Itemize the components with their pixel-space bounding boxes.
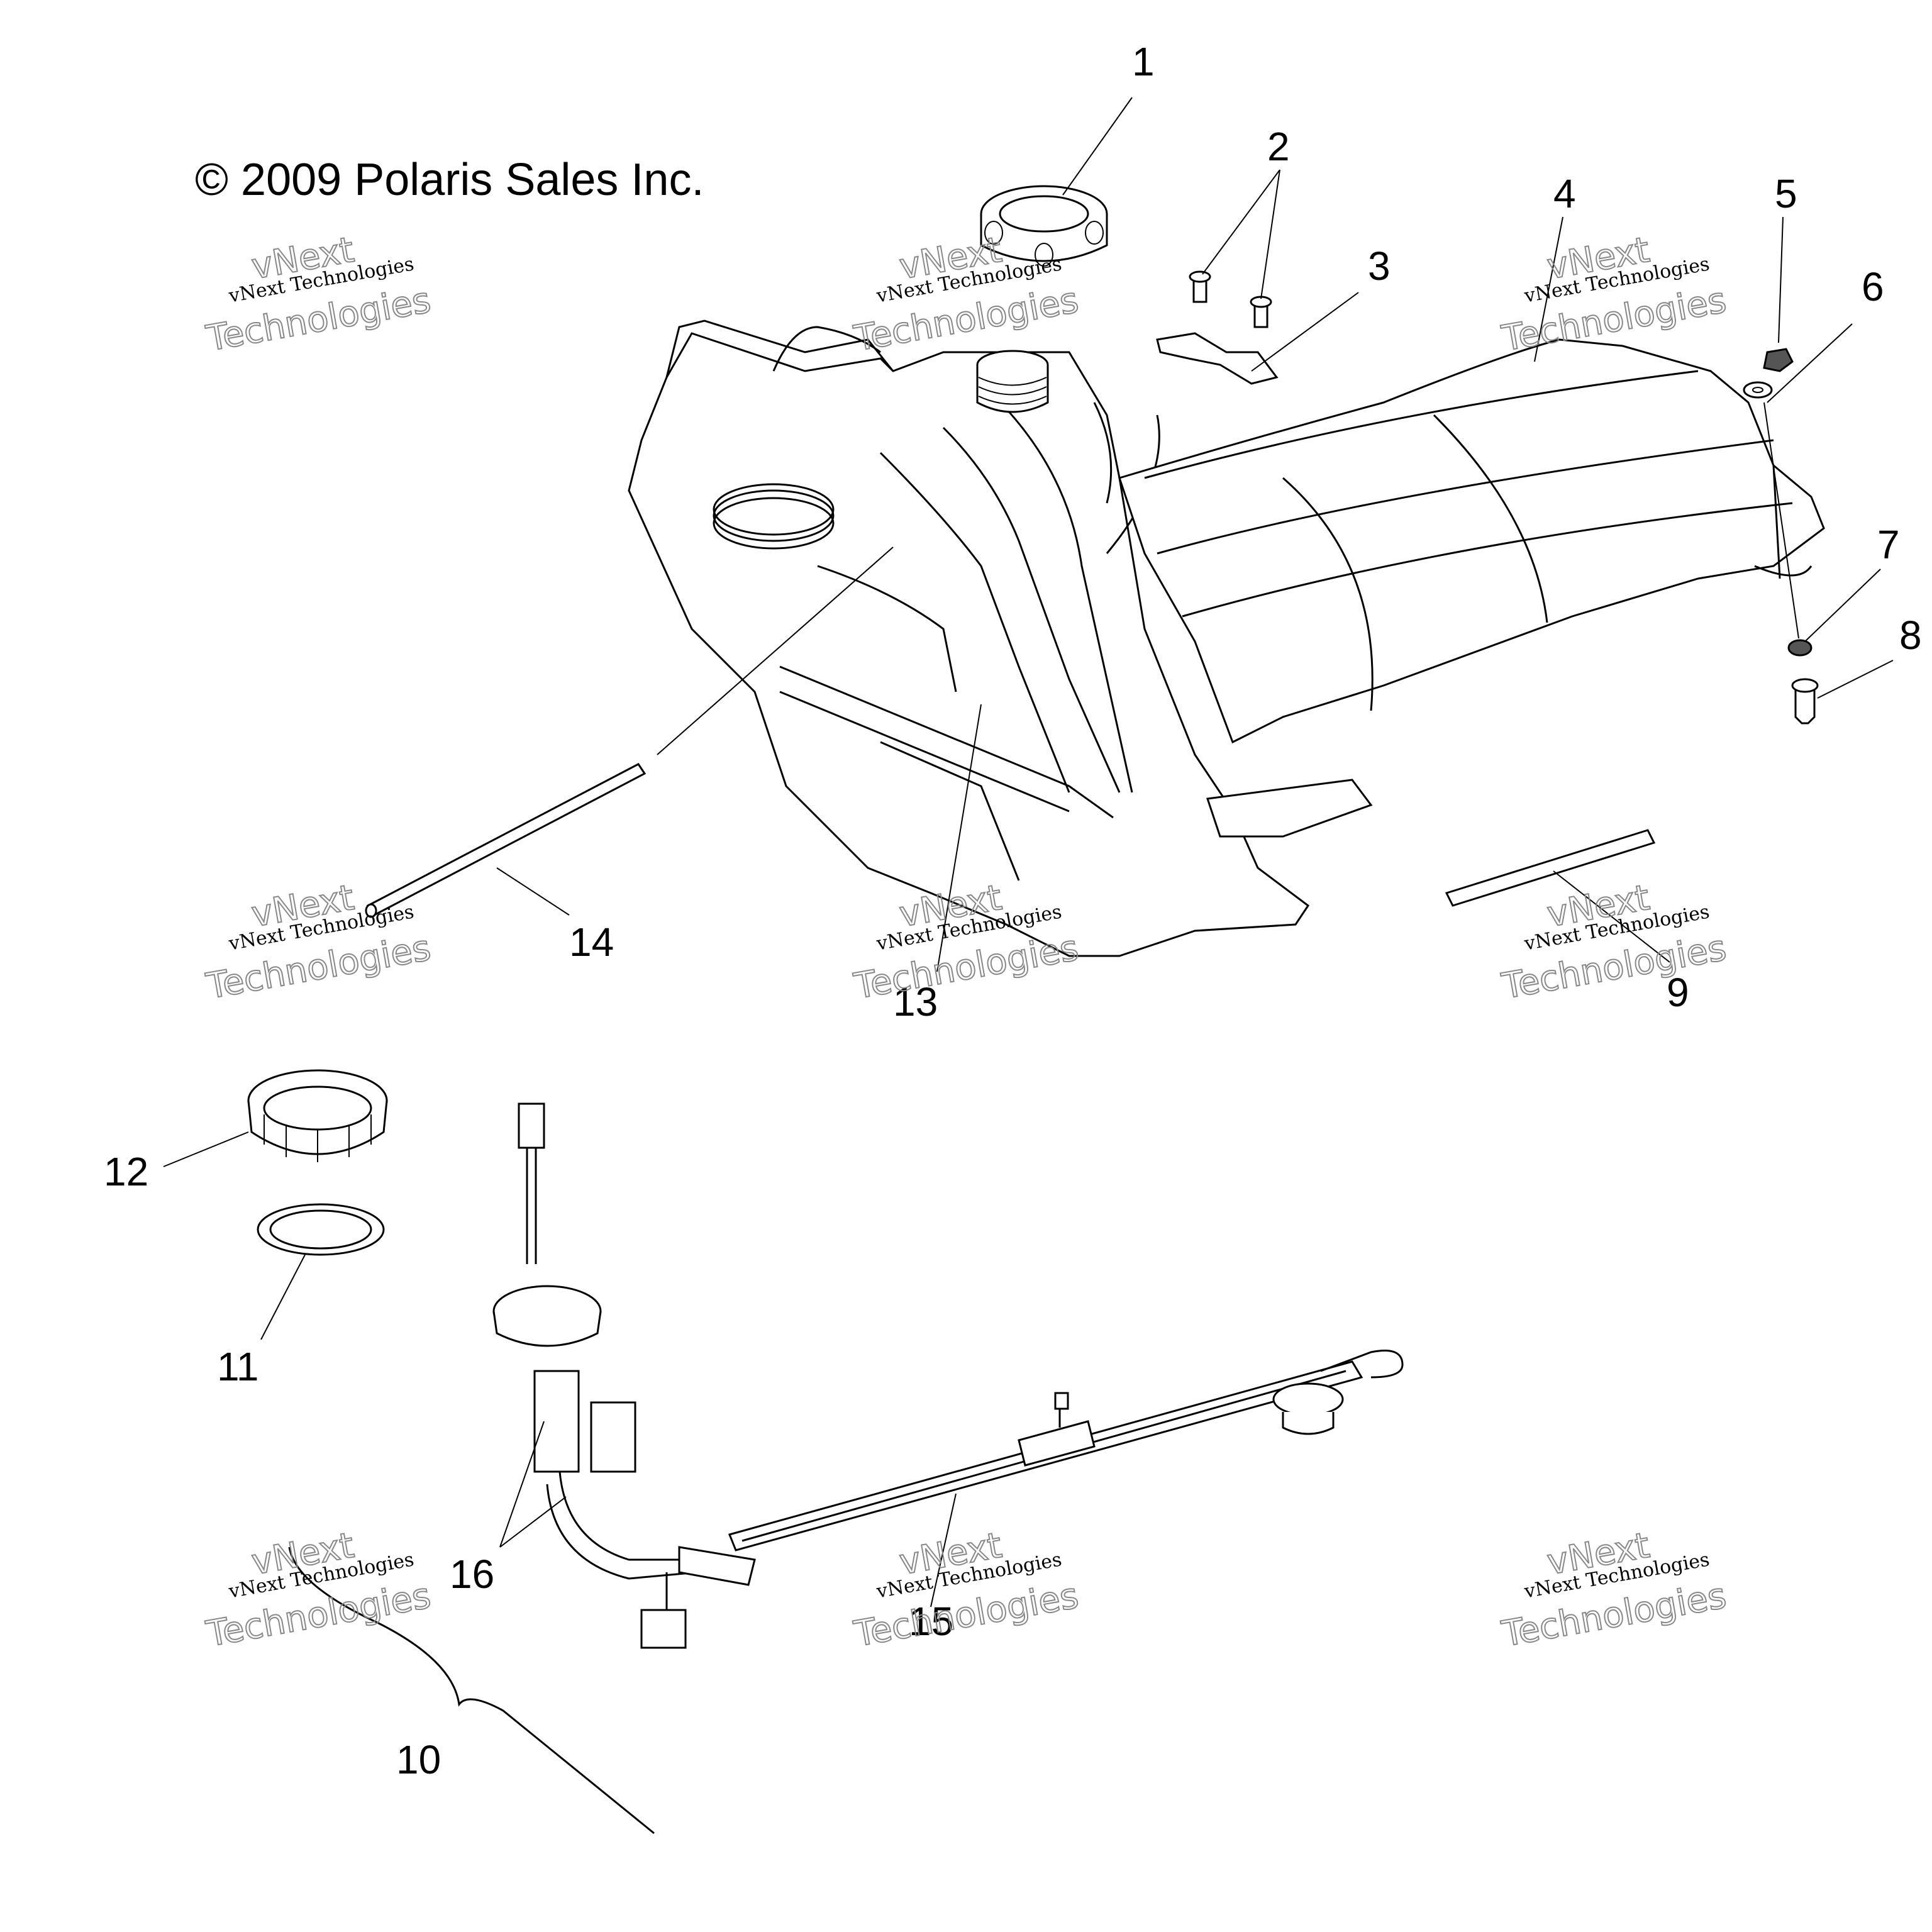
pump-opening — [713, 483, 835, 550]
bolt — [1791, 678, 1819, 724]
callout-9: 9 — [1667, 970, 1689, 1015]
fuel-tank — [628, 319, 1825, 957]
callout-13: 13 — [893, 979, 938, 1024]
callout-6: 6 — [1862, 264, 1884, 309]
callout-16: 16 — [450, 1552, 494, 1597]
vent-tube — [365, 763, 647, 918]
screw-pair — [1189, 270, 1272, 328]
nut — [1763, 348, 1794, 372]
mount-bracket — [1156, 332, 1279, 385]
watermark-tr: vNext vNext Technologies Technologies — [1498, 229, 1730, 360]
watermark-mr: vNext vNext Technologies Technologies — [1498, 877, 1730, 1008]
callouts: 1 2 3 4 5 6 7 8 9 10 11 12 13 14 15 16 — [104, 39, 1922, 1782]
watermark-br: vNext vNext Technologies Technologies — [1498, 1524, 1730, 1656]
leader-lines — [163, 97, 1894, 1835]
callout-12: 12 — [104, 1149, 148, 1194]
watermark-ml: vNext vNext Technologies Technologies — [203, 877, 435, 1008]
callout-10: 10 — [396, 1737, 441, 1782]
callout-4: 4 — [1553, 171, 1576, 216]
callout-14: 14 — [569, 919, 614, 965]
lock-ring — [247, 1069, 388, 1162]
gas-cap — [980, 185, 1108, 267]
seat — [1118, 338, 1825, 744]
callout-7: 7 — [1877, 522, 1900, 567]
callout-8: 8 — [1899, 613, 1922, 658]
grommet — [1787, 639, 1813, 657]
callout-15: 15 — [909, 1599, 953, 1644]
filler-neck — [976, 350, 1049, 413]
callout-5: 5 — [1775, 171, 1797, 216]
fuel-pump-assembly — [492, 1102, 1404, 1649]
washer — [1743, 381, 1773, 399]
watermark-bc: vNext vNext Technologies Technologies — [850, 1524, 1082, 1656]
foam-strip — [1445, 829, 1656, 907]
copyright-text: © 2009 Polaris Sales Inc. — [195, 155, 704, 205]
watermark-tl: vNext vNext Technologies Technologies — [203, 229, 435, 360]
callout-3: 3 — [1368, 243, 1391, 289]
seal-ring — [257, 1203, 385, 1256]
callout-11: 11 — [217, 1344, 258, 1389]
callout-2: 2 — [1267, 124, 1290, 169]
callout-1: 1 — [1132, 39, 1155, 84]
